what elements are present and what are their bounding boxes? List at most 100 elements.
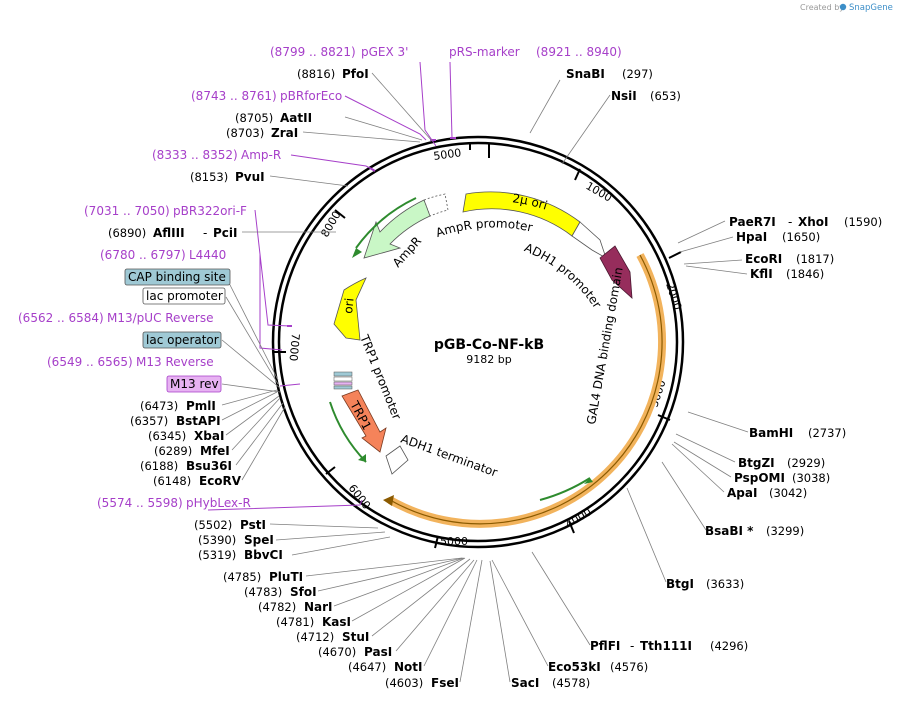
enzyme-fsei: FseI (431, 676, 459, 690)
enzyme-noti-pos: (4647) (348, 660, 386, 674)
enzyme-btgzi-pos: (2929) (787, 456, 825, 470)
enzyme-pmli: PmlI (186, 399, 216, 413)
enzyme-pfoi: PfoI (342, 67, 369, 81)
enzyme-xbai: XbaI (194, 429, 224, 443)
primer-range-phyblex: (5574 .. 5598) (97, 496, 183, 510)
enzyme-hpai: HpaI (736, 230, 767, 244)
enzyme-snabi: SnaBI (566, 67, 605, 81)
enzyme-bamhi: BamHI (749, 426, 793, 440)
primer-name-pbr322: pBR322ori-F (173, 204, 247, 218)
primer-range-pgex: (8799 .. 8821) (270, 45, 356, 59)
enzyme-psti-pos: (5502) (194, 518, 232, 532)
enzyme-pasi: PasI (364, 645, 392, 659)
enzyme-spei-pos: (5390) (198, 533, 236, 547)
enzyme-pcii: PciI (213, 226, 238, 240)
enzyme-ecorv-pos: (6148) (153, 474, 191, 488)
primer-name-phyblex: pHybLex-R (186, 496, 251, 510)
tick-4000: 4000 (563, 505, 594, 530)
box-lac-promoter-label: lac promoter (146, 289, 223, 303)
trp1-arrow (341, 389, 387, 453)
credit-brand: SnapGene (849, 3, 893, 13)
primer-range-l4440: (6780 .. 6797) (100, 248, 186, 262)
primer-range-m13rev: (6549 .. 6565) (47, 355, 133, 369)
enzyme-kasi-pos: (4781) (276, 615, 314, 629)
tick-5000-top: 5000 (433, 146, 463, 163)
enzyme-afliii-pos: (6890) (108, 226, 146, 240)
primer-name-prs: pRS-marker (449, 45, 520, 59)
enzyme-btgzi: BtgZI (738, 456, 775, 470)
backbone-inner (277, 141, 679, 543)
enzyme-xhoi-pos: (1590) (844, 215, 882, 229)
ampr-arrow (363, 199, 431, 259)
enzyme-stui-pos: (4712) (296, 630, 334, 644)
enzyme-aatii-pos: (8705) (235, 111, 273, 125)
tick-7000: 7000 (287, 333, 302, 362)
label-ampr-promoter: AmpR promoter (434, 216, 534, 240)
enzyme-bbvci-pos: (5319) (198, 548, 236, 562)
enzyme-sfoi-pos: (4783) (244, 585, 282, 599)
enzyme-apai: ApaI (727, 486, 757, 500)
box-lac-operator-label: lac operator (146, 333, 219, 347)
snapgene-logo-icon (839, 3, 847, 11)
primer-range-ampr: (8333 .. 8352) (152, 148, 238, 162)
enzyme-pmli-pos: (6473) (140, 399, 178, 413)
ampr-promoter-box (423, 193, 449, 217)
adh1-promoter-arrow (571, 221, 607, 259)
gal4-arc-line (389, 254, 663, 525)
enzyme-hpai-pos: (1650) (782, 230, 820, 244)
box-lac-promoter (142, 287, 226, 305)
primer-name-l4440: L4440 (189, 248, 226, 262)
tick-5000-bottom: 5000 (440, 535, 468, 548)
enzyme-afliii-sep: - (203, 226, 207, 240)
gal4-green-segment (539, 477, 591, 501)
enzyme-zrai-pos: (8703) (226, 126, 264, 140)
primer-name-pgex: pGEX 3' (361, 45, 408, 59)
label-adh1-terminator: ADH1 terminator (399, 432, 499, 480)
map-name: pGB-Co-NF-kB (434, 337, 544, 353)
enzyme-bsu36i-pos: (6188) (140, 459, 178, 473)
enzyme-psti: PstI (240, 518, 266, 532)
enzyme-saci-pos: (4578) (552, 676, 590, 690)
enzyme-pvui-pos: (8153) (190, 170, 228, 184)
adh1-terminator-arrow (385, 445, 409, 475)
enzyme-mfei: MfeI (200, 444, 230, 458)
gal4-green-arrow-icon (584, 478, 593, 484)
credit-prefix: Created by (800, 3, 844, 12)
box-cap-binding-label: CAP binding site (128, 270, 226, 284)
enzyme-pflfi: PflFI (590, 639, 620, 653)
primer-range-m13puc: (6562 .. 6584) (18, 311, 104, 325)
enzyme-pfoi-pos: (8816) (297, 67, 335, 81)
enzyme-tth111i-pos: (4296) (710, 639, 748, 653)
enzyme-kfli: KflI (750, 267, 773, 281)
enzyme-bbvci: BbvCI (244, 548, 283, 562)
tick-8000: 8000 (318, 209, 343, 240)
enzyme-pspomi: PspOMI (734, 471, 785, 485)
enzyme-paer7i: PaeR7I (729, 215, 776, 229)
primer-name-m13rev: M13 Reverse (136, 355, 214, 369)
primer-range-pbrforeco: (8743 .. 8761) (191, 89, 277, 103)
box-m13-rev (166, 375, 222, 393)
trp1-green-arrow-icon (358, 454, 366, 462)
enzyme-sfoi: SfoI (290, 585, 317, 599)
primer-range-pbr322: (7031 .. 7050) (84, 204, 170, 218)
primer-name-m13puc: M13/pUC Reverse (107, 311, 214, 325)
enzyme-bstapi-pos: (6357) (130, 414, 168, 428)
enzyme-eco53ki: Eco53kI (548, 660, 601, 674)
gal4-maroon-arrow (599, 245, 633, 299)
map-length: 9182 bp (466, 353, 511, 366)
enzyme-apai-pos: (3042) (769, 486, 807, 500)
ori-arrow (333, 277, 367, 341)
enzyme-pvui: PvuI (235, 170, 265, 184)
enzyme-saci: SacI (511, 676, 539, 690)
gal4-orange-arc (388, 253, 667, 528)
enzyme-nsii: NsiI (611, 89, 637, 103)
enzyme-kasi: KasI (322, 615, 351, 629)
enzyme-bsabi: BsaBI * (705, 524, 754, 538)
primer-name-pbrforeco: pBRforEco (280, 89, 342, 103)
enzyme-nari: NarI (304, 600, 333, 614)
ticks (274, 143, 682, 549)
tick-2000: 2000 (663, 281, 684, 312)
gal4-arrowhead-icon (383, 495, 394, 506)
label-adh1-promoter: ADH1 promoter (522, 240, 604, 310)
enzyme-aatii: AatII (280, 111, 312, 125)
